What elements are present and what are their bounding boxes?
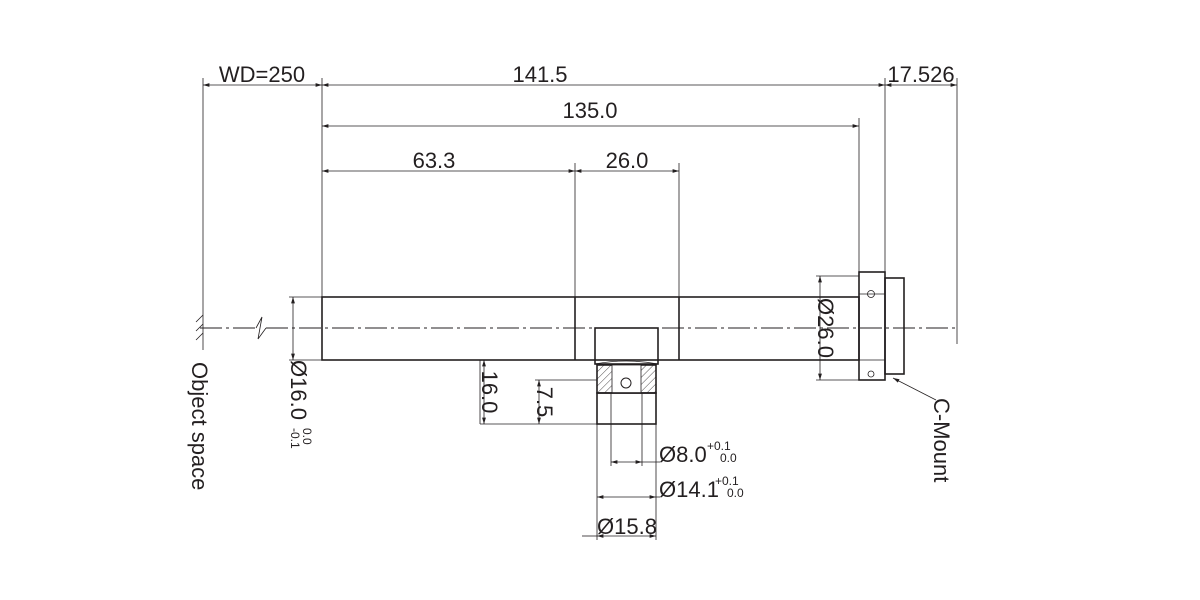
working-distance-label: WD=250	[219, 62, 305, 87]
svg-text:Ø14.1: Ø14.1	[659, 477, 719, 502]
c-mount-label: C-Mount	[929, 398, 954, 482]
port-outer-diameter-label: Ø15.8	[597, 514, 657, 539]
port-height-label: 16.0	[477, 371, 502, 414]
svg-text:+0.1: +0.1	[715, 474, 739, 488]
svg-text:0.0: 0.0	[720, 451, 737, 465]
object-space-label: Object space	[187, 362, 212, 490]
svg-text:0.0: 0.0	[300, 428, 314, 445]
port-width-label: 26.0	[606, 148, 649, 173]
body-length-label: 135.0	[562, 98, 617, 123]
port-depth-label: 7.5	[532, 387, 557, 418]
lens-body	[321, 296, 860, 361]
extension-lines	[202, 78, 958, 540]
rear-offset-label: 17.526	[887, 62, 954, 87]
optical-axis	[195, 300, 958, 350]
c-mount-flange	[858, 271, 905, 381]
dimension-lines	[203, 83, 957, 538]
overall-length-label: 141.5	[512, 62, 567, 87]
side-port	[594, 327, 659, 425]
svg-text:Ø16.0: Ø16.0	[286, 360, 311, 420]
front-diameter-label: Ø16.0 0.0 -0.1	[286, 360, 314, 449]
svg-text:+0.1: +0.1	[707, 439, 731, 453]
body-diameter-label: Ø26.0	[813, 298, 838, 358]
port-inner-diameter-label: Ø8.0 +0.1 0.0	[659, 439, 737, 467]
svg-text:0.0: 0.0	[727, 486, 744, 500]
svg-text:Ø8.0: Ø8.0	[659, 442, 707, 467]
port-bore-diameter-label: Ø14.1 +0.1 0.0	[659, 474, 744, 502]
svg-text:-0.1: -0.1	[288, 428, 302, 449]
front-section-label: 63.3	[413, 148, 456, 173]
